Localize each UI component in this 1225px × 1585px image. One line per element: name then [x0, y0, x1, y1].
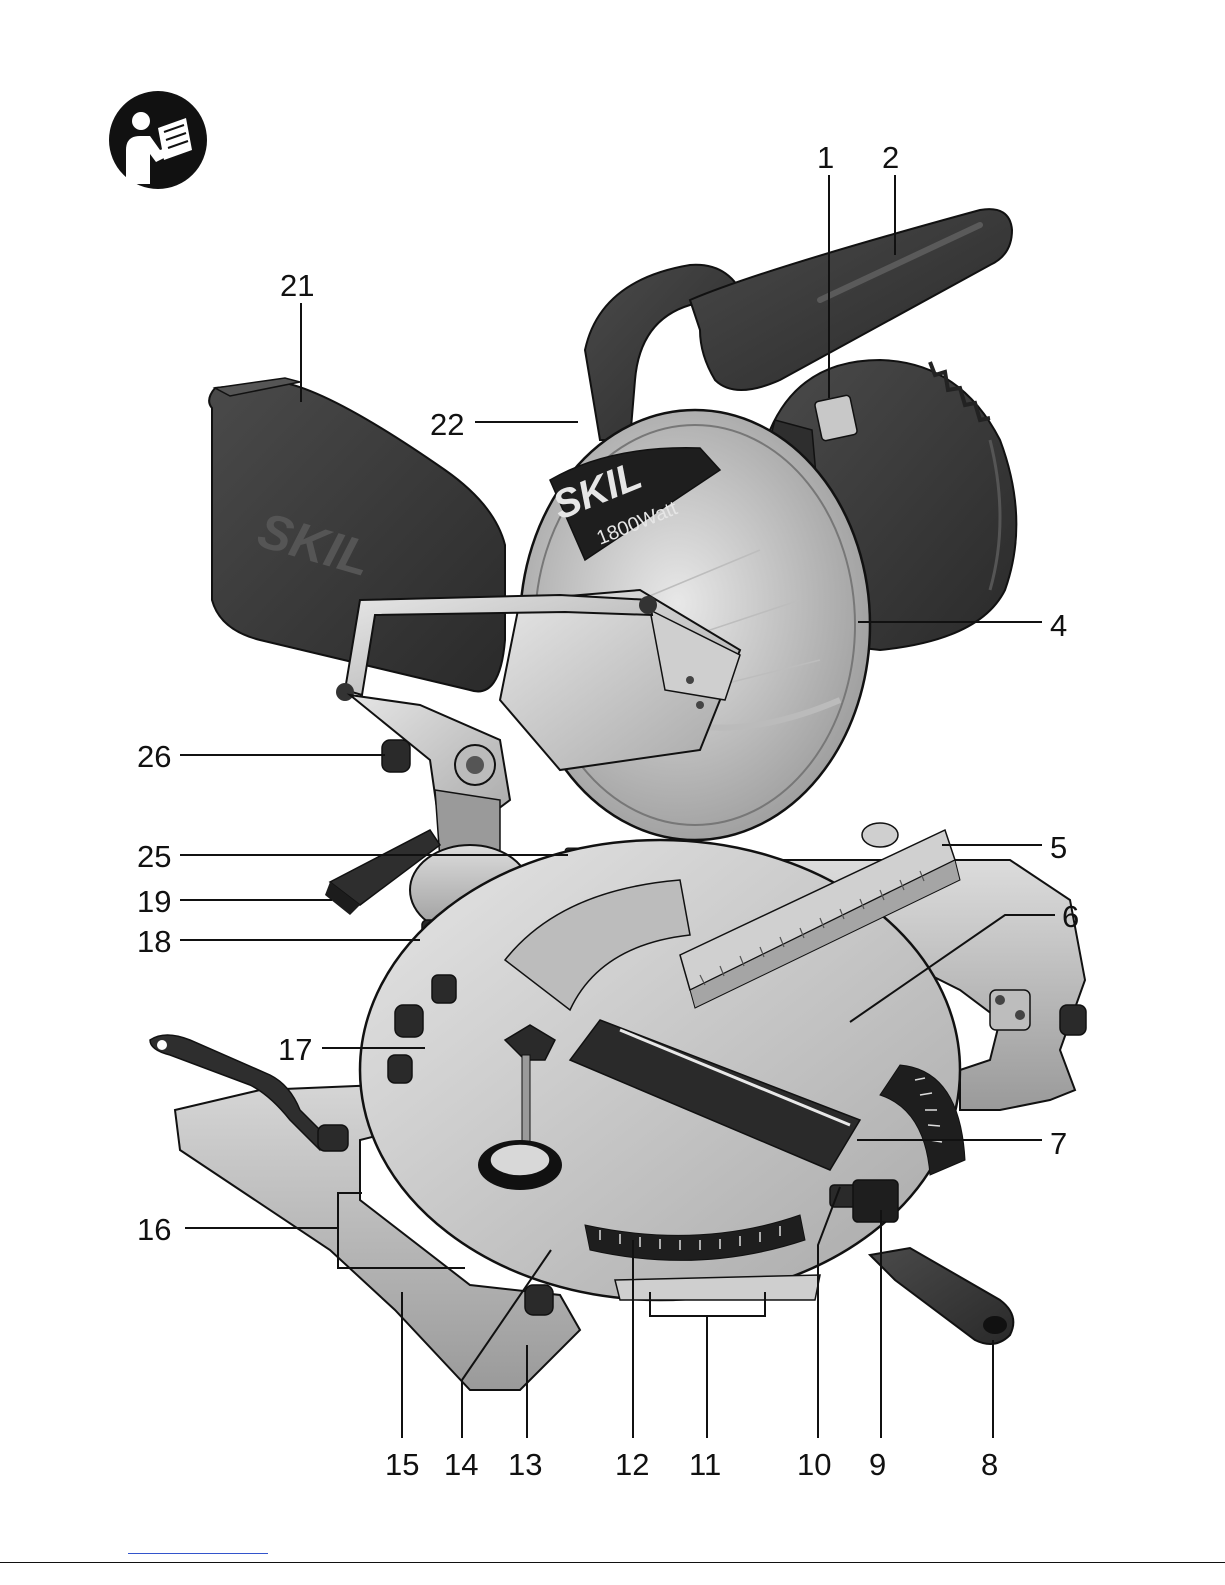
callout-9: 9 — [869, 1447, 886, 1482]
callout-10: 10 — [797, 1447, 831, 1482]
footer-link-underline — [128, 1553, 268, 1554]
height-stop-knob — [382, 740, 410, 772]
turntable-lock-knob — [525, 1285, 553, 1315]
callout-11: 11 — [689, 1447, 721, 1482]
callout-26: 26 — [137, 739, 171, 774]
callout-8: 8 — [981, 1447, 998, 1482]
callout-17: 17 — [278, 1032, 312, 1067]
footer-rule — [0, 1562, 1225, 1563]
callout-4: 4 — [1050, 608, 1067, 643]
callout-12: 12 — [615, 1447, 649, 1482]
read-manual-icon — [109, 91, 207, 189]
callout-21: 21 — [280, 268, 314, 303]
callout-1: 1 — [817, 140, 834, 175]
callout-19: 19 — [137, 884, 171, 919]
callout-25: 25 — [137, 839, 171, 874]
callout-18: 18 — [137, 924, 171, 959]
callout-6: 6 — [1062, 899, 1079, 934]
callout-13: 13 — [508, 1447, 542, 1482]
callout-22: 22 — [430, 407, 464, 442]
callout-2: 2 — [882, 140, 899, 175]
miter-handle — [870, 1248, 1013, 1344]
callout-16: 16 — [137, 1212, 171, 1247]
callout-15: 15 — [385, 1447, 419, 1482]
callout-7: 7 — [1050, 1126, 1067, 1161]
trigger-switch — [814, 395, 858, 442]
callout-5: 5 — [1050, 830, 1067, 865]
callout-14: 14 — [444, 1447, 478, 1482]
